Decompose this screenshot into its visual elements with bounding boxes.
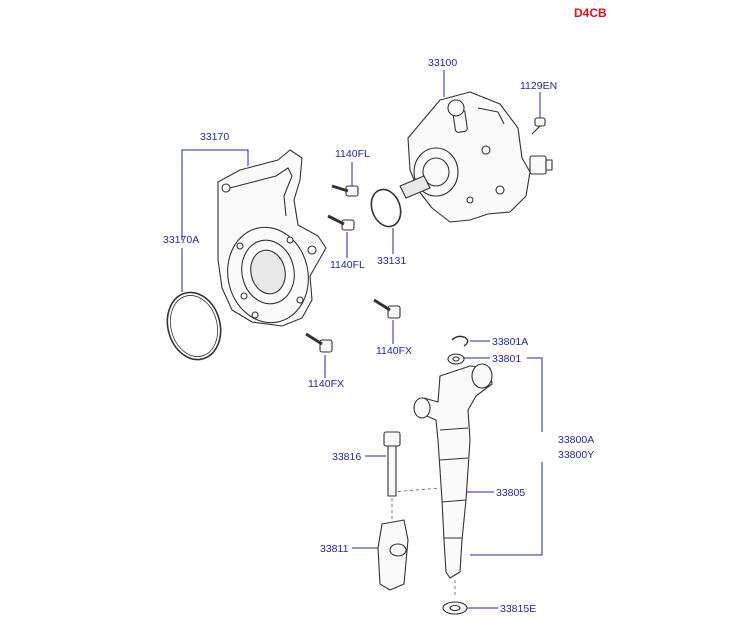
part-label-1140fl-bottom: 1140FL <box>330 259 365 271</box>
pump-o-ring-part <box>370 188 402 228</box>
part-label-1129en: 1129EN <box>520 80 558 92</box>
leader-33800a-top <box>527 357 543 432</box>
part-label-1140fx-right: 1140FX <box>376 345 412 357</box>
bolt-1140fl-top-part <box>331 184 359 197</box>
part-label-33800a: 33800A <box>558 434 595 446</box>
alignment-lines <box>391 487 456 598</box>
part-label-33170a: 33170A <box>163 234 200 246</box>
part-label-33800y: 33800Y <box>558 449 595 461</box>
part-label-33801: 33801 <box>492 353 522 365</box>
part-label-33805: 33805 <box>496 487 526 499</box>
bolt-1140fx-right-part <box>373 298 401 319</box>
part-label-33815e: 33815E <box>500 603 537 615</box>
fuel-pump-part <box>399 91 553 223</box>
bolt-1140fx-left-part <box>305 332 333 353</box>
part-label-33811: 33811 <box>320 543 349 555</box>
leader-lines <box>181 70 543 609</box>
part-label-1140fl-top: 1140FL <box>335 148 370 160</box>
leader-33800a-bottom <box>470 462 543 556</box>
part-label-33816: 33816 <box>332 451 362 463</box>
part-label-1140fx-left: 1140FX <box>308 378 344 390</box>
leader-33170 <box>181 149 249 240</box>
part-label-33170: 33170 <box>200 131 230 143</box>
cover-o-ring-part <box>166 291 222 361</box>
clamp-33811-part <box>377 519 409 591</box>
clip-33801a-part <box>451 335 469 347</box>
front-cover-part <box>217 149 327 327</box>
injector-part <box>413 363 493 579</box>
part-drawings <box>166 91 553 615</box>
bolt-33816-part <box>383 431 401 497</box>
bolt-1129en-part <box>531 117 546 135</box>
part-label-33801a: 33801A <box>492 336 529 348</box>
bolt-1140fl-bottom-part <box>327 214 355 231</box>
engine-code-label: D4CB <box>574 6 607 20</box>
part-label-33100: 33100 <box>428 57 458 69</box>
part-label-33131: 33131 <box>377 255 407 267</box>
